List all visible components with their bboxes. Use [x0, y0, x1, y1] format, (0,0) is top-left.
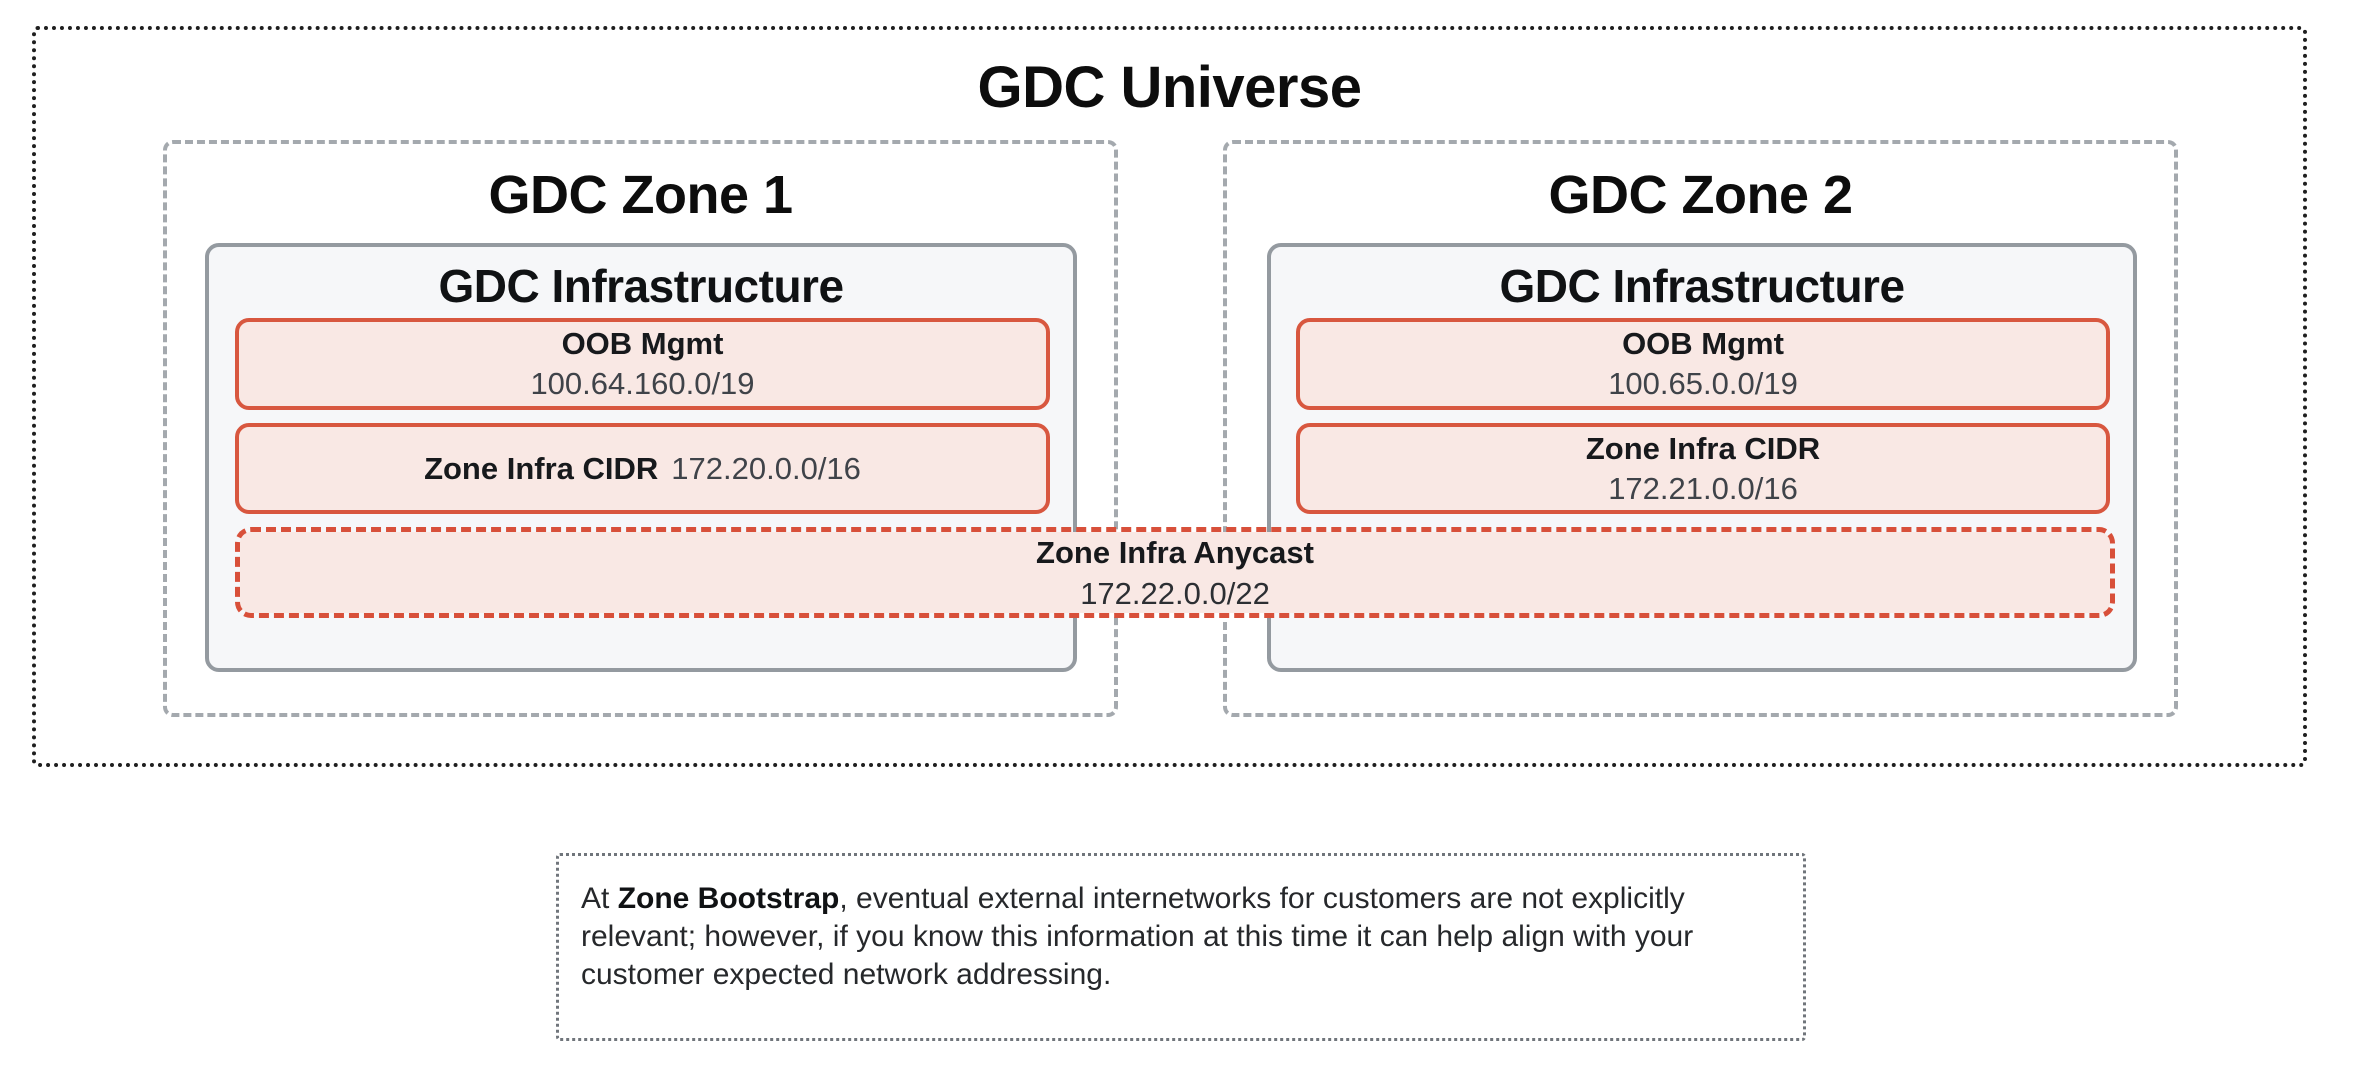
zone-1-oob-mgmt-cidr: 100.64.160.0/19	[530, 366, 755, 401]
zone-1-oob-mgmt-label: OOB Mgmt	[561, 326, 724, 361]
universe-title: GDC Universe	[977, 55, 1362, 120]
zone-1-infra-cidr-box: Zone Infra CIDR 172.20.0.0/16	[235, 423, 1050, 514]
zone-2-infrastructure-title: GDC Infrastructure	[1499, 260, 1905, 312]
zone-2-oob-mgmt-label: OOB Mgmt	[1622, 326, 1784, 361]
zone-2-infra-cidr-box: Zone Infra CIDR 172.21.0.0/16	[1296, 423, 2110, 514]
zone-infra-anycast-box: Zone Infra Anycast 172.22.0.0/22	[235, 527, 2115, 618]
zone-2-oob-mgmt-cidr: 100.65.0.0/19	[1608, 366, 1798, 401]
note-text-prefix: At	[581, 882, 618, 915]
zone-2-infra-cidr-value: 172.21.0.0/16	[1608, 470, 1798, 506]
zone-bootstrap-note-box: At Zone Bootstrap, eventual external int…	[556, 853, 1806, 1041]
zone-2-infra-cidr-label: Zone Infra CIDR	[1585, 430, 1821, 466]
zone-2-title: GDC Zone 2	[1548, 165, 1853, 225]
zone-1-infra-cidr-value: 172.20.0.0/16	[671, 450, 861, 486]
gdc-zone-2-box: GDC Zone 2	[1223, 140, 2178, 717]
gdc-universe-box: GDC Universe	[32, 26, 2307, 767]
zone-infra-anycast-cidr: 172.22.0.0/22	[1080, 575, 1270, 611]
zone-bootstrap-note-text: At Zone Bootstrap, eventual external int…	[581, 880, 1765, 994]
zone-infra-anycast-label: Zone Infra Anycast	[1036, 534, 1314, 570]
zone-1-title: GDC Zone 1	[488, 165, 793, 225]
zone-1-infrastructure-title: GDC Infrastructure	[438, 260, 844, 312]
zone-1-oob-mgmt-box: OOB Mgmt 100.64.160.0/19	[235, 318, 1050, 410]
note-text-bold: Zone Bootstrap	[617, 882, 840, 915]
zone-2-oob-mgmt-box: OOB Mgmt 100.65.0.0/19	[1296, 318, 2110, 410]
zone-1-infra-cidr-label: Zone Infra CIDR	[424, 450, 659, 486]
gdc-zone-1-box: GDC Zone 1	[163, 140, 1118, 717]
note-text-rest: , eventual external internetworks for cu…	[581, 882, 1694, 991]
